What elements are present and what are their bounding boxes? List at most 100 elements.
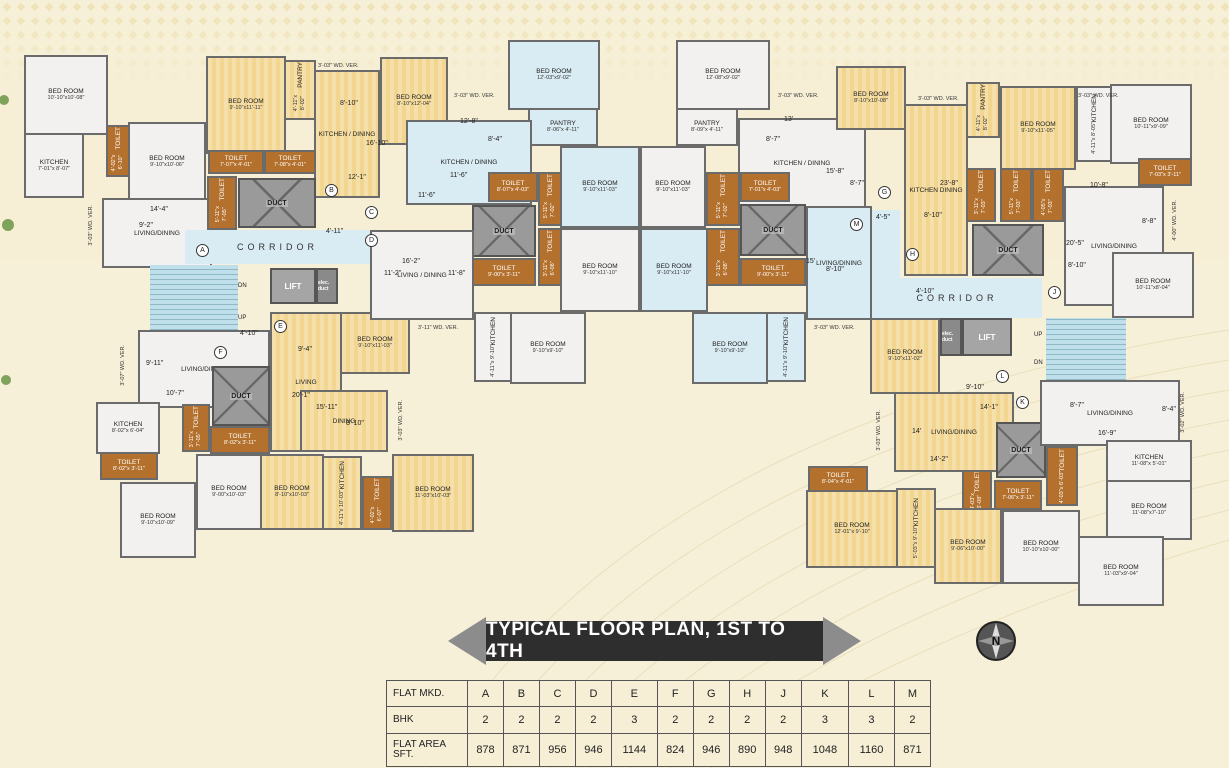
dimension-label: 14'-4" (150, 206, 168, 213)
dimension-label: 16'-2" (402, 258, 420, 265)
wd-ver-note: 3'-03" WD. VER. (876, 410, 882, 451)
table-cell: 2 (728, 706, 766, 734)
table-cell: 2 (502, 706, 540, 734)
dimension-label: 11'-6" (418, 192, 436, 199)
dimension-label: 8'-4" (488, 136, 502, 143)
plant-decoration (0, 95, 14, 385)
dimension-label: 9'-10" (966, 384, 984, 391)
table-cell: A (467, 679, 504, 708)
table-row: BHK 2 2 2 2 3 2 2 2 2 3 3 2 (386, 706, 932, 734)
dimension-label: 8'-7" (1070, 402, 1084, 409)
table-cell: 948 (764, 732, 802, 768)
table-cell: F (656, 679, 694, 708)
table-cell: B (502, 679, 540, 708)
dimension-label: 11'-8" (448, 270, 466, 277)
flat-marker-k: K (1016, 396, 1029, 409)
room-flat-e-dining: DINING (300, 390, 388, 452)
table-cell: 1160 (848, 732, 895, 768)
dimension-label: 8'-7" (850, 180, 864, 187)
title-banner-arrow (448, 617, 861, 665)
duct-center-right: DUCT (740, 204, 806, 256)
table-cell: C (538, 679, 576, 708)
dimension-label: 14' (912, 428, 922, 435)
elec-duct-right: elec. duct (940, 318, 962, 356)
table-cell: 871 (502, 732, 540, 768)
dimension-label: 10'-8" (1090, 182, 1108, 189)
dimension-label: 14'-1" (980, 404, 998, 411)
corridor-right-vertical (872, 210, 900, 280)
flat-marker-c: C (365, 206, 378, 219)
table-cell: G (692, 679, 730, 708)
dimension-label: 8'-10" (924, 212, 942, 219)
dimension-label: 4'-10" (916, 288, 934, 295)
dimension-label: 12'-1" (348, 174, 366, 181)
dimension-label: 20'-1" (292, 392, 310, 399)
dimension-label: 15' (806, 258, 816, 265)
table-cell: 3 (848, 706, 895, 734)
dimension-label: 12'-8" (460, 118, 478, 125)
table-cell: L (848, 679, 895, 708)
table-cell: 3 (610, 706, 658, 734)
flat-marker-a: A (196, 244, 209, 257)
table-header-bhk: BHK (386, 706, 468, 734)
dimension-label: 11'-2" (384, 270, 402, 277)
table-cell: E (610, 679, 658, 708)
wd-ver-note: 3'-07" WD. VER. (120, 345, 126, 386)
dimension-label: 16'-10" (366, 140, 388, 147)
dimension-label: 4'-5" (876, 214, 890, 221)
table-cell: D (574, 679, 612, 708)
wd-ver-note: 4'-00" WD. VER. (1172, 200, 1178, 241)
table-cell: 2 (893, 706, 932, 734)
dimension-label: 8'-10" (340, 100, 358, 107)
table-row: FLAT MKD. A B C D E F G H J K L M (386, 679, 932, 708)
table-cell: 3 (800, 706, 850, 734)
dimension-label: 8'-7" (766, 136, 780, 143)
dimension-label: 15'-8" (826, 168, 844, 175)
flat-marker-m: M (850, 218, 863, 231)
dimension-label: 11'-6" (450, 172, 468, 179)
duct-center-left: DUCT (472, 205, 536, 257)
flat-marker-f: F (214, 346, 227, 359)
table-cell: 824 (656, 732, 694, 768)
duct-right-bottom: DUCT (996, 422, 1046, 478)
wd-ver-note: 3'-03" WD. VER. (454, 93, 495, 99)
wd-ver-note: 3'-03" WD. VER. (814, 325, 855, 331)
table-cell: 1144 (610, 732, 658, 768)
flat-marker-e: E (274, 320, 287, 333)
duct-right-top: DUCT (972, 224, 1044, 276)
table-cell: M (893, 679, 932, 708)
table-cell: 956 (538, 732, 576, 768)
wd-ver-note: 3'-03" WD. VER. (398, 400, 404, 441)
table-cell: H (728, 679, 766, 708)
wd-ver-note: 3'-02" WD. VER. (1180, 392, 1186, 433)
